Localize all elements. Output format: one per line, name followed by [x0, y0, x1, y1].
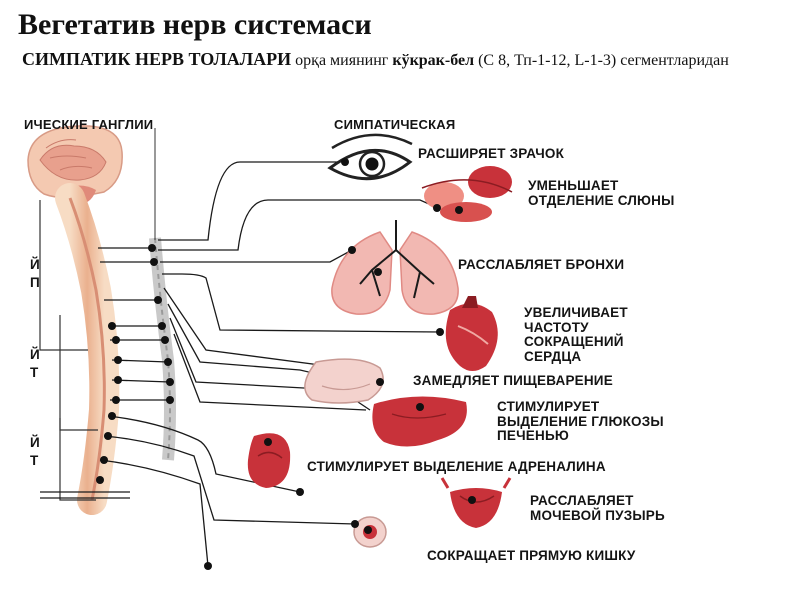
lungs-illustration: [331, 220, 459, 315]
salivary-gland-illustration: [421, 166, 513, 222]
left-fragment-6: Т: [30, 453, 39, 468]
subtitle-bold-lead: СИМПАТИК НЕРВ ТОЛАЛАРИ: [22, 49, 292, 69]
sympathetic-diagram: ИЧЕСКИЕ ГАНГЛИИ СИМПАТИЧЕСКАЯ Й П Й Т Й …: [0, 100, 800, 600]
subtitle-text-1: орқа миянинг: [291, 52, 393, 69]
effect-label-rectum: СОКРАЩАЕТ ПРЯМУЮ КИШКУ: [427, 548, 636, 563]
bladder-illustration: [440, 477, 512, 528]
effect-label-bladder: РАССЛАБЛЯЕТ МОЧЕВОЙ ПУЗЫРЬ: [530, 493, 665, 523]
effect-label-heart: УВЕЛИЧИВАЕТ ЧАСТОТУ СОКРАЩЕНИЙ СЕРДЦА: [524, 305, 628, 364]
spinal-cord: [55, 183, 120, 515]
stomach-illustration: [304, 358, 384, 404]
effect-label-adrenaline: СТИМУЛИРУЕТ ВЫДЕЛЕНИЕ АДРЕНАЛИНА: [307, 459, 606, 474]
left-fragment-4: Т: [30, 365, 39, 380]
left-fragment-1: Й: [30, 257, 40, 272]
subtitle-bold-mid: кўкрак-бел: [392, 52, 475, 69]
effect-label-digestion: ЗАМЕДЛЯЕТ ПИЩЕВАРЕНИЕ: [413, 373, 613, 388]
header-left-label: ИЧЕСКИЕ ГАНГЛИИ: [24, 117, 154, 132]
eye-illustration: [327, 133, 413, 181]
brain-illustration: [27, 125, 123, 204]
postganglionic-fibers: [158, 161, 441, 411]
effect-label-saliva: УМЕНЬШАЕТ ОТДЕЛЕНИЕ СЛЮНЫ: [528, 178, 675, 208]
effect-label-bronchi: РАССЛАБЛЯЕТ БРОНХИ: [458, 257, 625, 272]
nerve-endpoints: [96, 158, 476, 570]
segment-brackets: [39, 200, 98, 501]
subtitle-text-2: (С 8, Тп-1-12, L-1-3) сегментларидан: [474, 52, 729, 69]
effect-label-glucose: СТИМУЛИРУЕТ ВЫДЕЛЕНИЕ ГЛЮКОЗЫ ПЕЧЕНЬЮ: [497, 399, 664, 443]
adrenal-gland-illustration: [247, 433, 291, 488]
liver-illustration: [372, 396, 467, 447]
header-right-label: СИМПАТИЧЕСКАЯ: [334, 117, 456, 132]
diagram-graphics: [27, 125, 513, 570]
slide-title: Вегетатив нерв системаси: [18, 8, 372, 41]
left-fragment-3: Й: [30, 347, 40, 362]
left-fragment-5: Й: [30, 435, 40, 450]
heart-illustration: [445, 296, 498, 371]
left-fragment-2: П: [30, 275, 40, 290]
effect-label-pupil: РАСШИРЯЕТ ЗРАЧОК: [418, 146, 565, 161]
slide-subtitle: СИМПАТИК НЕРВ ТОЛАЛАРИ орқа миянинг кўкр…: [22, 48, 758, 72]
